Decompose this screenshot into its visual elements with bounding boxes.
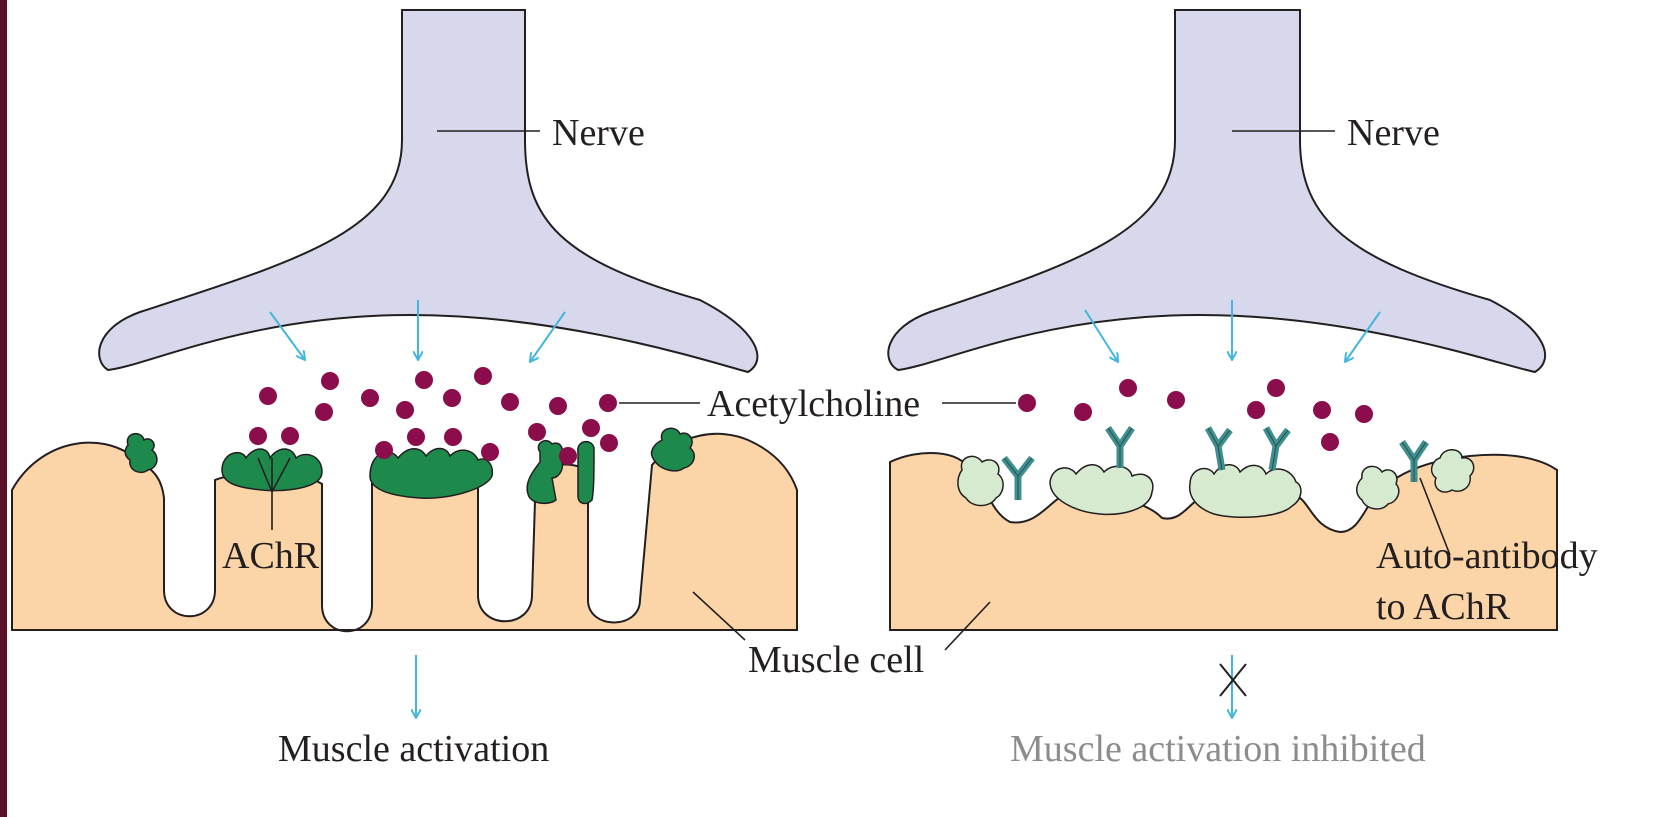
acetylcholine-label: Acetylcholine <box>707 385 920 423</box>
muscle-activation-label: Muscle activation <box>278 730 549 768</box>
acetylcholine-molecule <box>582 419 600 437</box>
acetylcholine-molecule <box>249 427 267 445</box>
achr-receptor <box>578 442 594 504</box>
acetylcholine-molecule <box>396 401 414 419</box>
achr-receptor-blocked <box>1357 466 1399 509</box>
acetylcholine-molecule <box>599 394 617 412</box>
left-edge-bar <box>0 0 7 817</box>
acetylcholine-molecule <box>528 423 546 441</box>
acetylcholine-molecule <box>1167 391 1185 409</box>
achr-receptor <box>652 428 695 470</box>
acetylcholine-molecule <box>600 434 618 452</box>
acetylcholine-molecule <box>443 389 461 407</box>
acetylcholine-molecule <box>321 372 339 390</box>
acetylcholine-molecule <box>1074 403 1092 421</box>
acetylcholine-molecule <box>1267 379 1285 397</box>
acetylcholine-molecule <box>549 397 567 415</box>
acetylcholine-molecule <box>1321 433 1339 451</box>
autoantibody-label-line1: Auto-antibody <box>1376 537 1598 575</box>
acetylcholine-molecule <box>1313 401 1331 419</box>
acetylcholine-molecule <box>444 428 462 446</box>
acetylcholine-molecule <box>1119 379 1137 397</box>
acetylcholine-molecule <box>315 403 333 421</box>
acetylcholine-molecule <box>361 389 379 407</box>
acetylcholine-molecule <box>259 387 277 405</box>
nerve-label-right: Nerve <box>1347 114 1440 152</box>
acetylcholine-molecule <box>375 441 393 459</box>
achr-receptor <box>125 434 157 473</box>
nerve-terminal-right <box>888 10 1545 372</box>
acetylcholine-molecules-right <box>1018 379 1373 451</box>
acetylcholine-molecule <box>1018 394 1036 412</box>
acetylcholine-molecule <box>415 371 433 389</box>
acetylcholine-molecule <box>501 393 519 411</box>
muscle-activation-inhibited-label: Muscle activation inhibited <box>1010 730 1426 768</box>
achr-receptor-blocked <box>1190 465 1301 518</box>
achr-label: AChR <box>222 537 319 575</box>
acetylcholine-molecule <box>474 367 492 385</box>
nerve-label-left: Nerve <box>552 114 645 152</box>
acetylcholine-molecule <box>559 447 577 465</box>
acetylcholine-molecule <box>407 428 425 446</box>
acetylcholine-molecule <box>281 427 299 445</box>
acetylcholine-molecule <box>1355 405 1373 423</box>
nerve-terminal-left <box>99 10 757 372</box>
acetylcholine-molecule <box>1247 401 1265 419</box>
autoantibody-label-line2: to AChR <box>1376 588 1510 626</box>
muscle-cell-label: Muscle cell <box>748 641 924 679</box>
acetylcholine-molecule <box>481 443 499 461</box>
